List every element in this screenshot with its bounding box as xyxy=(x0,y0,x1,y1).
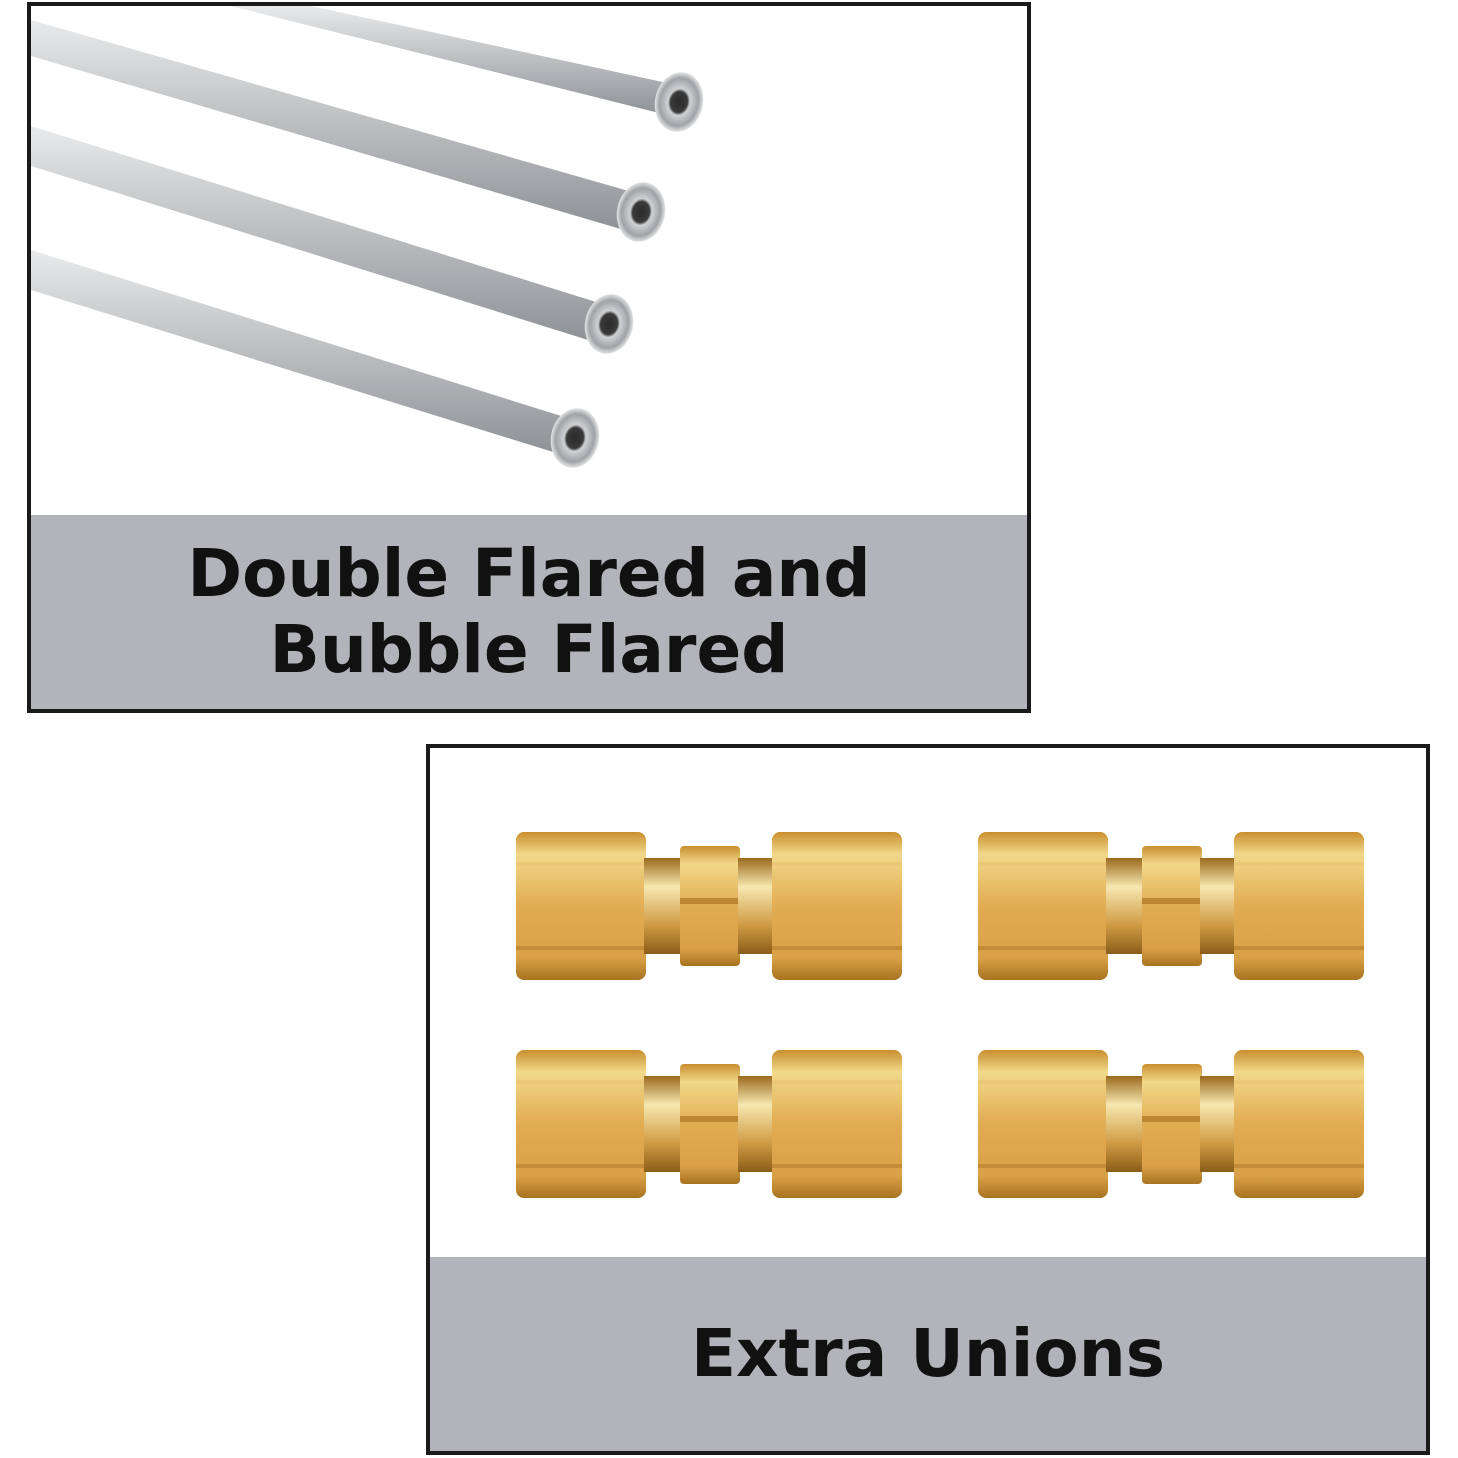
tubing-caption: Double Flared and Bubble Flared xyxy=(187,536,870,688)
brass-unions-photo xyxy=(430,748,1426,1255)
unions-caption: Extra Unions xyxy=(690,1315,1166,1392)
brass-unions-image xyxy=(516,832,1364,1198)
tubing-caption-band: Double Flared and Bubble Flared xyxy=(31,515,1027,709)
brass-union-4 xyxy=(978,1050,1364,1198)
tubing-caption-line-1: Double Flared and xyxy=(187,535,871,612)
brake-line-2 xyxy=(31,20,666,242)
brake-lines-image xyxy=(31,6,704,468)
brake-line-4 xyxy=(31,250,600,468)
unions-caption-band: Extra Unions xyxy=(430,1257,1426,1451)
brake-line-3 xyxy=(31,126,634,354)
unions-panel: Extra Unions xyxy=(426,744,1430,1455)
tubing-caption-line-2: Bubble Flared xyxy=(269,611,789,688)
brass-union-3 xyxy=(516,1050,902,1198)
brake-line-1 xyxy=(231,6,704,132)
tubing-panel: Double Flared and Bubble Flared xyxy=(27,2,1031,713)
brake-lines-photo xyxy=(31,6,1027,513)
brass-union-1 xyxy=(516,832,902,980)
brass-union-2 xyxy=(978,832,1364,980)
